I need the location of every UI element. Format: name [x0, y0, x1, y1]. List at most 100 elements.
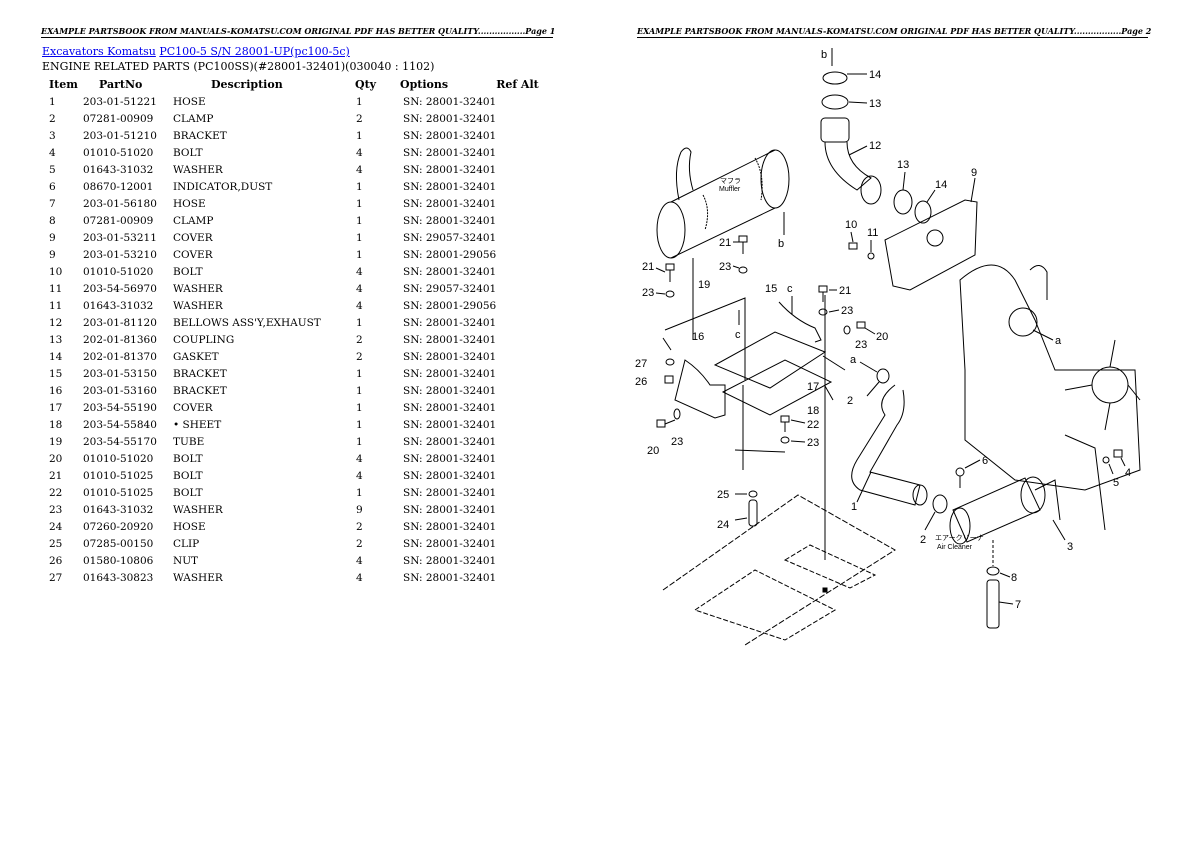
partno-cell: 07285-00150 [83, 537, 154, 550]
options-cell: SN: 28001-32401 [403, 316, 497, 329]
description-cell: COUPLING [173, 333, 235, 346]
qty-cell: 4 [356, 146, 363, 159]
options-cell: SN: 28001-32401 [403, 163, 497, 176]
item-cell: 13 [49, 333, 63, 346]
description-cell: HOSE [173, 95, 206, 108]
item-cell: 4 [49, 146, 56, 159]
svg-text:14: 14 [935, 179, 947, 191]
ref-alt-cell [496, 212, 546, 229]
cover-illustration: 9 [884, 167, 978, 291]
partno-cell: 01580-10806 [83, 554, 154, 567]
options-cell: SN: 28001-32401 [403, 180, 497, 193]
description-cell: GASKET [173, 350, 219, 363]
options-cell: SN: 28001-32401 [403, 112, 497, 125]
qty-cell: 4 [356, 265, 363, 278]
column-header-description: Description [211, 78, 283, 91]
description-cell: WASHER [173, 503, 223, 516]
svg-text:24: 24 [717, 519, 729, 531]
qty-cell: 1 [356, 180, 363, 193]
bolt-washer-illustration: 10 11 [845, 219, 878, 260]
ref-alt-cell [496, 297, 546, 314]
item-cell: 15 [49, 367, 63, 380]
svg-text:13: 13 [897, 159, 909, 171]
svg-text:23: 23 [671, 436, 683, 448]
svg-text:23: 23 [642, 287, 654, 299]
svg-text:12: 12 [869, 140, 881, 152]
qty-cell: 1 [356, 384, 363, 397]
description-cell: CLAMP [173, 112, 214, 125]
qty-cell: 1 [356, 401, 363, 414]
svg-text:18: 18 [807, 405, 819, 417]
svg-text:21: 21 [719, 237, 731, 249]
description-cell: BOLT [173, 265, 203, 278]
ref-alt-cell [496, 569, 546, 586]
svg-text:2: 2 [920, 534, 926, 546]
svg-text:23: 23 [841, 305, 853, 317]
partno-cell: 01010-51025 [83, 469, 154, 482]
ref-alt-cell [496, 467, 546, 484]
item-cell: 8 [49, 214, 56, 227]
item-cell: 11 [49, 299, 63, 312]
svg-text:9: 9 [971, 167, 977, 179]
item-cell: 2 [49, 112, 56, 125]
header-rule [41, 37, 553, 38]
breadcrumb-link-category[interactable]: Excavators Komatsu [42, 45, 156, 58]
partno-cell: 203-54-55190 [83, 401, 157, 414]
hose-illustration: 1 [851, 384, 928, 513]
qty-cell: 1 [356, 316, 363, 329]
item-cell: 7 [49, 197, 56, 210]
description-cell: WASHER [173, 282, 223, 295]
svg-text:4: 4 [1125, 467, 1131, 479]
breadcrumb-link-model[interactable]: PC100-5 S/N 28001-UP(pc100-5c) [159, 45, 350, 58]
ref-alt-cell [496, 348, 546, 365]
cover-sheet-illustration: 17 18 15 c [713, 283, 846, 560]
options-cell: SN: 28001-32401 [403, 350, 497, 363]
description-cell: BOLT [173, 146, 203, 159]
svg-text:23: 23 [807, 437, 819, 449]
item-cell: 14 [49, 350, 63, 363]
partno-cell: 203-01-81120 [83, 316, 157, 329]
options-cell: SN: 28001-32401 [403, 146, 497, 159]
qty-cell: 1 [356, 129, 363, 142]
svg-text:27: 27 [635, 358, 647, 370]
item-cell: 9 [49, 248, 56, 261]
options-cell: SN: 28001-32401 [403, 520, 497, 533]
svg-text:26: 26 [635, 376, 647, 388]
qty-cell: 1 [356, 197, 363, 210]
svg-text:13: 13 [869, 98, 881, 110]
svg-text:a: a [850, 354, 857, 366]
item-cell: 6 [49, 180, 56, 193]
svg-text:5: 5 [1113, 477, 1119, 489]
partno-cell: 203-01-53160 [83, 384, 157, 397]
svg-text:22: 22 [807, 419, 819, 431]
qty-cell: 4 [356, 452, 363, 465]
svg-text:11: 11 [867, 227, 878, 239]
svg-text:21: 21 [642, 261, 654, 273]
ref-alt-cell [496, 365, 546, 382]
partno-cell: 01010-51025 [83, 486, 154, 499]
partno-cell: 07281-00909 [83, 214, 154, 227]
breadcrumb: Excavators Komatsu PC100-5 S/N 28001-UP(… [42, 45, 350, 58]
options-cell: SN: 28001-32401 [403, 214, 497, 227]
item-cell: 18 [49, 418, 63, 431]
item-cell: 23 [49, 503, 63, 516]
column-header-qty: Qty [355, 78, 377, 91]
svg-text:15: 15 [765, 283, 777, 295]
svg-text:c: c [787, 283, 793, 295]
qty-cell: 1 [356, 435, 363, 448]
description-cell: COVER [173, 231, 213, 244]
svg-text:17: 17 [807, 381, 819, 393]
svg-text:20: 20 [876, 331, 888, 343]
options-cell: SN: 28001-32401 [403, 129, 497, 142]
muffler-illustration: マフラ Muffler b [656, 147, 790, 259]
